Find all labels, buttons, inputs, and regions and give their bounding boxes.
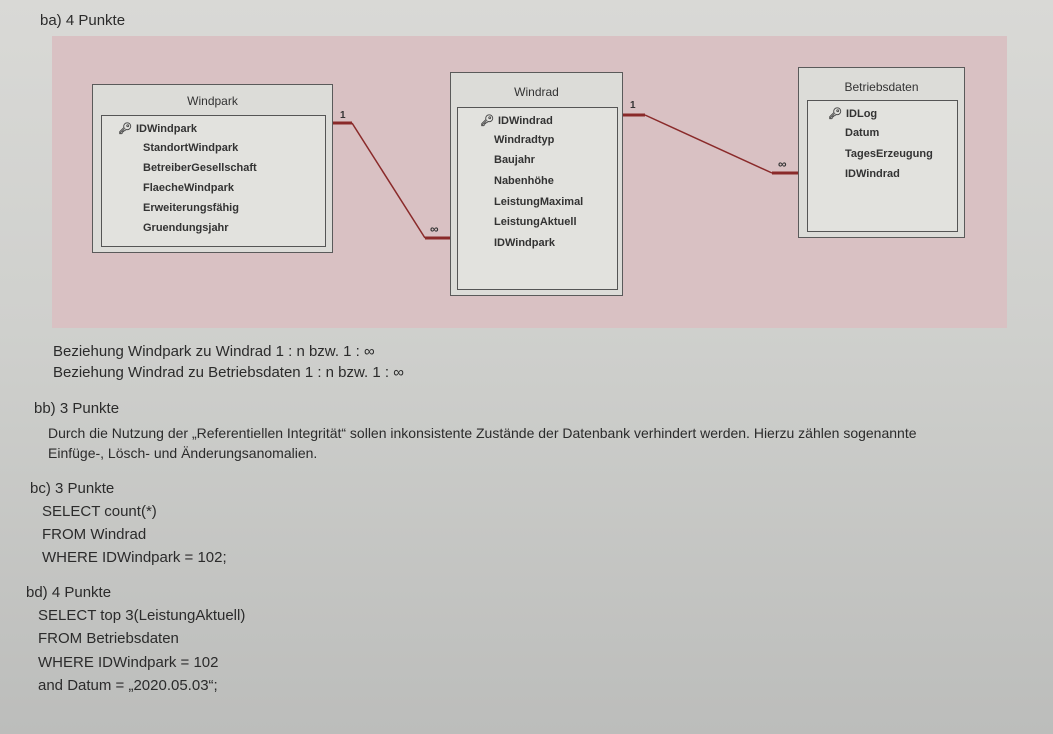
field[interactable]: Nabenhöhe [494,175,554,187]
primary-key-icon: 🔑︎ [480,115,494,127]
field[interactable]: BetreiberGesellschaft [143,162,257,174]
table-betriebsdaten-fields: 🔑︎IDLog Datum TagesErzeugung IDWindrad [807,100,958,232]
field[interactable]: Erweiterungsfähig [143,202,239,214]
field[interactable]: Gruendungsjahr [143,222,229,234]
table-betriebsdaten-title: Betriebsdaten [844,80,919,94]
table-windpark-fields: 🔑︎IDWindpark StandortWindpark BetreiberG… [101,115,326,247]
table-windpark-title: Windpark [187,94,238,108]
section-bb-heading: bb) 3 Punkte [34,400,120,417]
field[interactable]: TagesErzeugung [845,148,933,160]
section-bd-heading: bd) 4 Punkte [26,584,112,601]
field[interactable]: Baujahr [494,154,535,166]
field[interactable]: FlaecheWindpark [143,182,234,194]
sql-line: and Datum = „2020.05.03“; [38,677,218,694]
table-betriebsdaten[interactable]: Betriebsdaten 🔑︎IDLog Datum TagesErzeugu… [798,67,965,238]
sql-line: WHERE IDWindpark = 102 [38,654,219,671]
sql-line: FROM Windrad [42,526,147,543]
table-windrad-title: Windrad [514,85,559,99]
sql-line: FROM Betriebsdaten [38,630,179,647]
relation-1-many-label: ∞ [430,222,439,236]
field-key[interactable]: 🔑︎IDLog [828,108,878,120]
relation-line-windrad-betriebsdaten-b [644,114,773,174]
field[interactable]: Datum [845,127,880,139]
field[interactable]: IDWindrad [845,168,900,180]
relation-text-line: Beziehung Windrad zu Betriebsdaten 1 : n… [53,364,404,381]
field[interactable]: IDWindpark [494,237,556,249]
relation-line-windpark-windrad-b [351,122,426,239]
table-windrad-fields: 🔑︎IDWindrad Windradtyp Baujahr Nabenhöhe… [457,107,618,290]
relation-2-many-label: ∞ [778,157,787,171]
section-bb-line: Durch die Nutzung der „Referentiellen In… [48,425,917,441]
field[interactable]: Windradtyp [494,134,555,146]
primary-key-icon: 🔑︎ [828,108,842,120]
sql-line: WHERE IDWindpark = 102; [42,549,227,566]
section-ba-heading: ba) 4 Punkte [40,12,126,29]
field-key[interactable]: 🔑︎IDWindpark [118,123,197,135]
relation-1-one-label: 1 [340,110,346,121]
section-bb-line: Einfüge-, Lösch- und Änderungsanomalien. [48,445,318,461]
field[interactable]: LeistungAktuell [494,216,577,228]
field-key[interactable]: 🔑︎IDWindrad [480,115,553,127]
field[interactable]: StandortWindpark [143,142,239,154]
sql-line: SELECT count(*) [42,503,157,520]
table-windpark[interactable]: Windpark 🔑︎IDWindpark StandortWindpark B… [92,84,333,253]
sql-line: SELECT top 3(LeistungAktuell) [38,607,246,624]
primary-key-icon: 🔑︎ [118,123,132,135]
relation-2-one-label: 1 [630,100,636,111]
field[interactable]: LeistungMaximal [494,196,584,208]
table-windrad[interactable]: Windrad 🔑︎IDWindrad Windradtyp Baujahr N… [450,72,623,296]
relation-text-line: Beziehung Windpark zu Windrad 1 : n bzw.… [53,343,375,360]
section-bc-heading: bc) 3 Punkte [30,480,115,497]
